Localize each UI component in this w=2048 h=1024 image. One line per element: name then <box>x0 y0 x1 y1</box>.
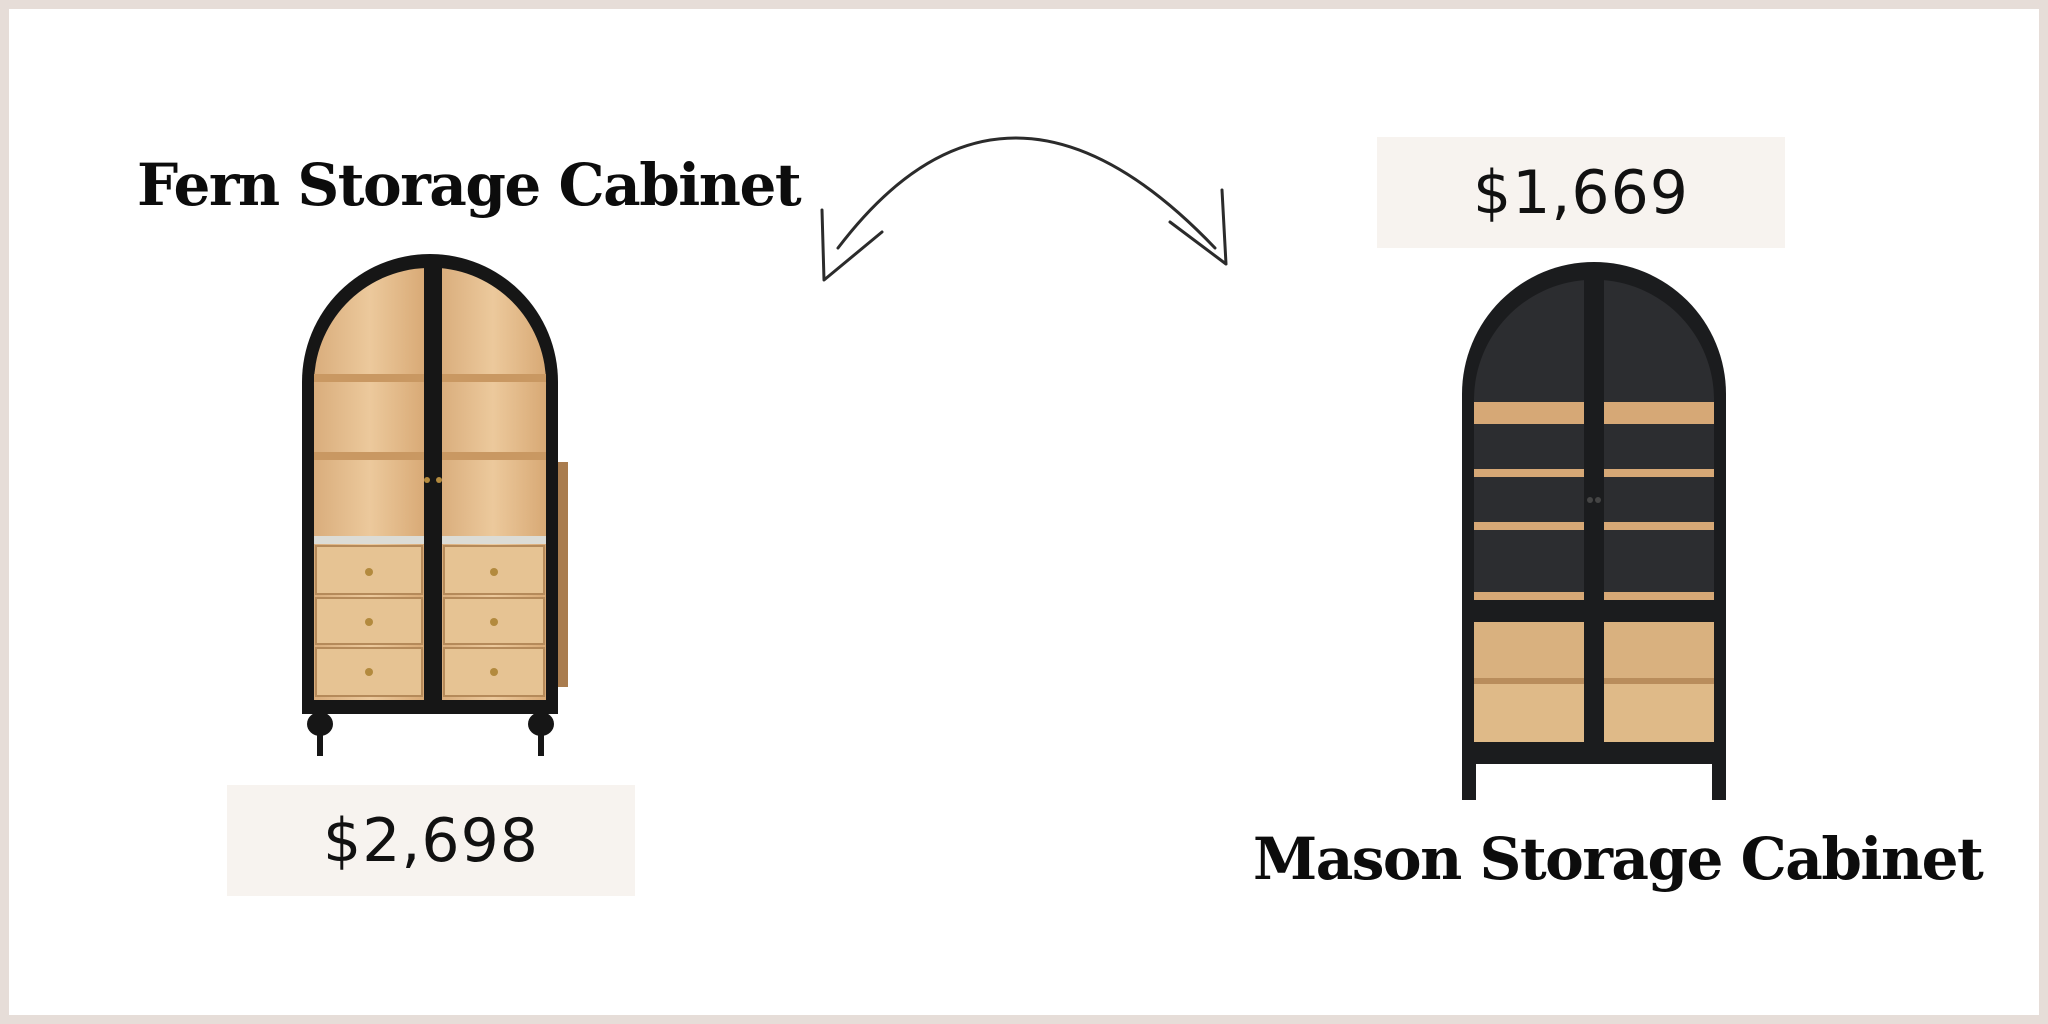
curved-double-arrow-icon <box>820 136 1228 282</box>
mason-cabinet-image <box>1462 262 1726 800</box>
price-mason: $1,669 <box>1473 157 1689 228</box>
fern-cabinet-image <box>302 254 568 756</box>
product-title-fern: Fern Storage Cabinet <box>137 151 802 219</box>
price-box-fern: $2,698 <box>227 785 635 896</box>
product-title-mason: Mason Storage Cabinet <box>1253 825 1984 893</box>
price-box-mason: $1,669 <box>1377 137 1785 248</box>
price-fern: $2,698 <box>323 805 539 876</box>
